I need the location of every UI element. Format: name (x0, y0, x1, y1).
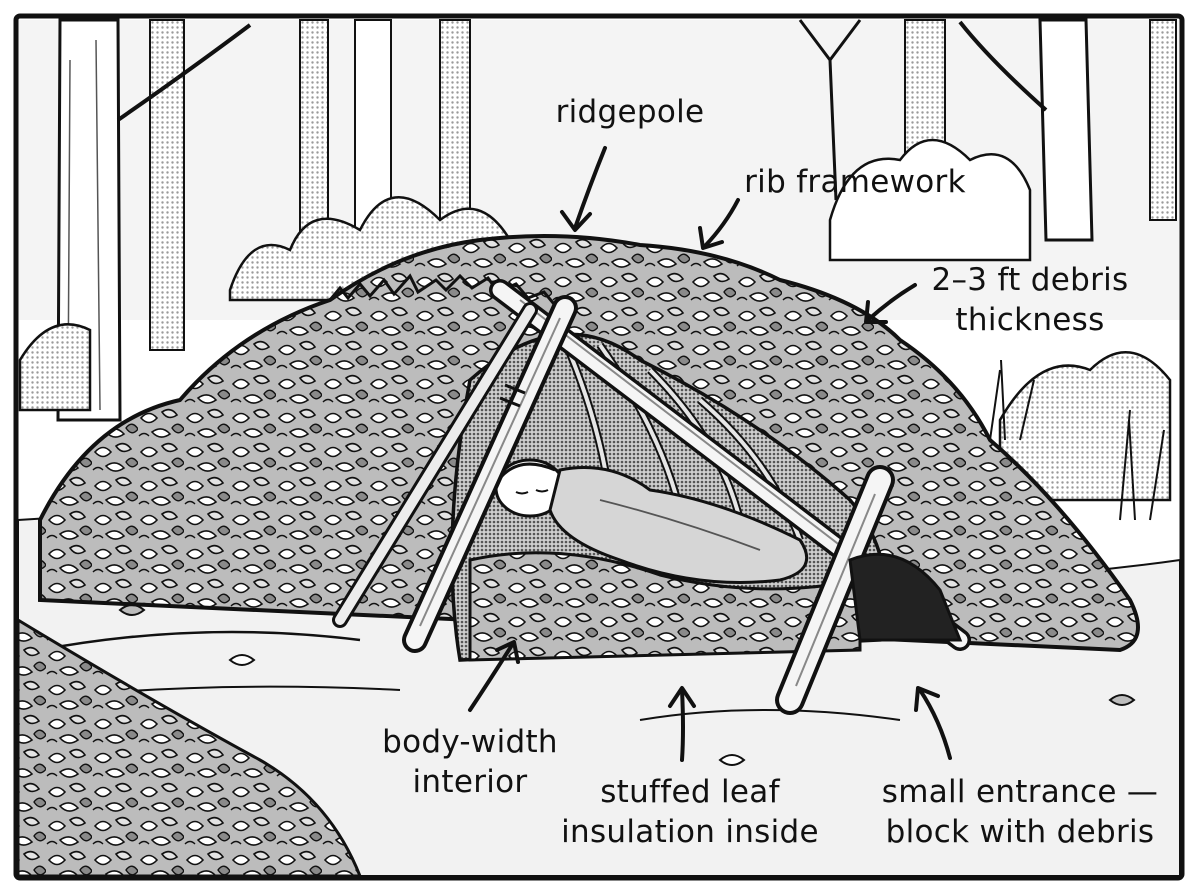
arrow-stuffed-leaf (682, 690, 683, 760)
label-stuffed-leaf-insulation: stuffed leaf insulation inside (540, 772, 840, 852)
label-small-entrance: small entrance — block with debris (870, 772, 1170, 852)
label-debris-thickness: 2–3 ft debris thickness (905, 260, 1155, 340)
label-ridgepole: ridgepole (540, 92, 720, 132)
label-rib-framework: rib framework (720, 162, 990, 202)
